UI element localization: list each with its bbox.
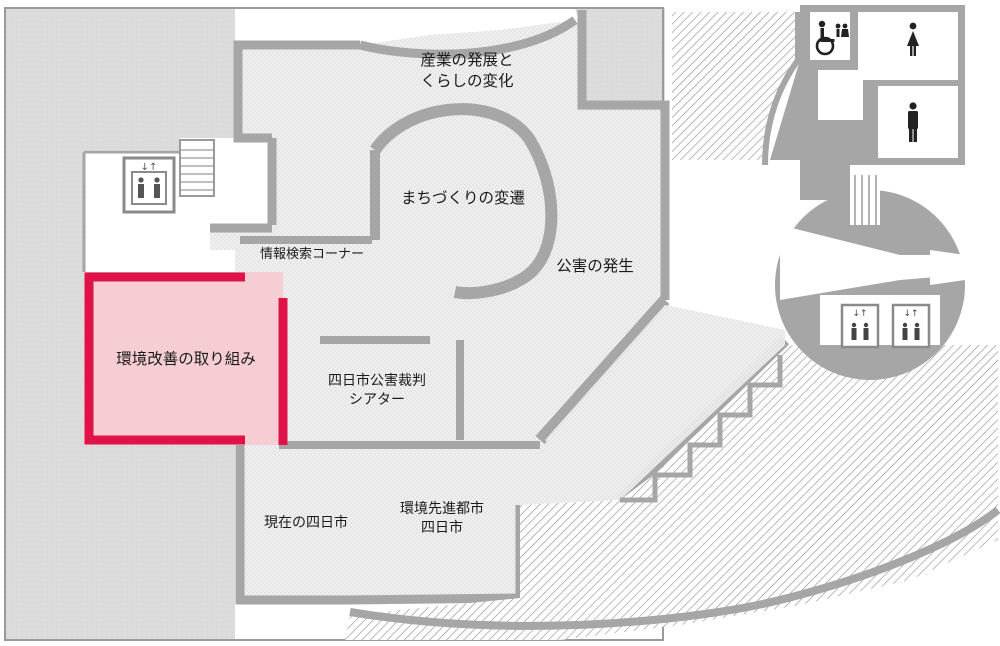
svg-text:↓↑: ↓↑ — [852, 309, 867, 319]
female-toilet-icon — [907, 22, 919, 56]
elevator-icon: ↓↑ — [122, 156, 176, 214]
corridor — [545, 305, 785, 500]
elevator-icon: ↓↑ — [891, 303, 931, 349]
room-label-info: 情報検索コーナー — [259, 247, 364, 262]
stair-block — [179, 139, 215, 197]
svg-text:↓↑: ↓↑ — [903, 309, 918, 319]
spiral-wall — [370, 103, 558, 300]
svg-text:↓↑: ↓↑ — [141, 162, 158, 173]
room-label-present: 現在の四日市 — [264, 515, 348, 531]
hall-opening — [965, 200, 1000, 330]
outside-area-left — [5, 8, 235, 640]
room-label-pollution: 公害の発生 — [556, 257, 634, 275]
room-label-theater: 四日市公害裁判 シアター — [328, 373, 426, 408]
room-label-town: まちづくりの変遷 — [400, 189, 525, 207]
male-toilet-icon — [908, 102, 918, 142]
stair-hatch-area — [345, 345, 998, 640]
elevator-icon: ↓↑ — [840, 303, 880, 349]
wheelchair-icon — [815, 20, 849, 56]
room-label-advanced: 環境先進都市 四日市 — [400, 501, 484, 536]
room-label-environment: 環境改善の取り組み — [116, 350, 256, 368]
highlight-room — [84, 272, 283, 445]
room-label-industry: 産業の発展と くらしの変化 — [420, 51, 514, 90]
